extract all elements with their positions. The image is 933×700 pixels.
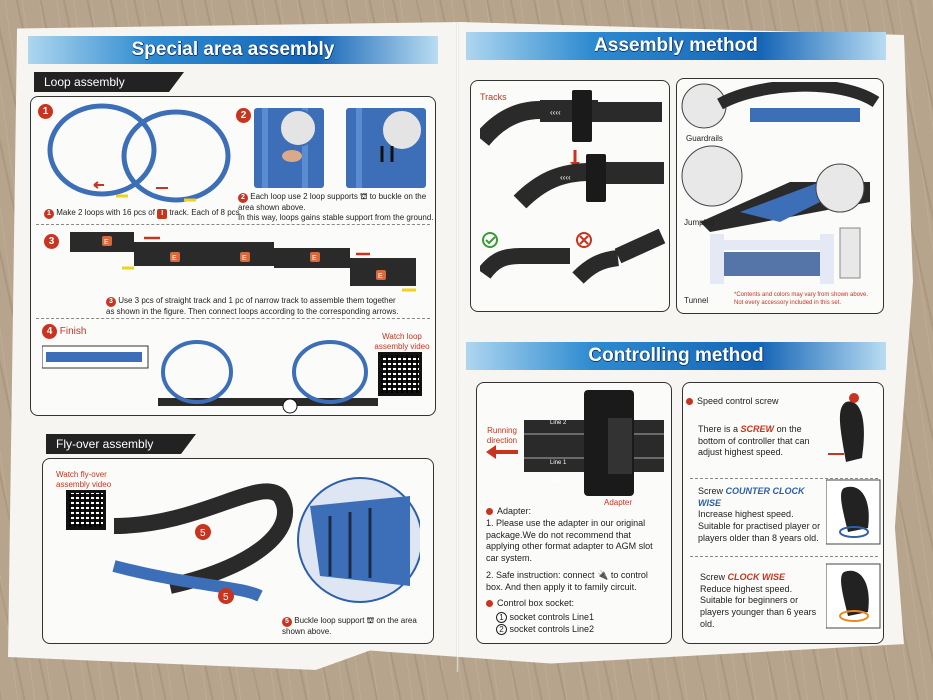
track-badge: E [312, 255, 317, 262]
callout-5: 5 [223, 592, 229, 603]
track-badge: E [242, 255, 247, 262]
line-2-label: Line 2 [550, 420, 567, 426]
step-2-badge: 2 [236, 108, 251, 123]
callout-5: 5 [200, 528, 206, 539]
divider [36, 224, 430, 225]
watch-loop-video-label: Watch loop assembly video [374, 332, 430, 351]
guardrails-label: Guardrails [686, 134, 723, 143]
control-adapter-illustration [524, 390, 664, 496]
loop-assembly-tab: Loop assembly [34, 72, 184, 92]
track-badge: E [172, 255, 177, 262]
line-1-label: Line 1 [550, 460, 567, 466]
loop-video-qr-code[interactable] [378, 352, 422, 396]
track-connection-illustration: ‹‹‹‹ ‹‹‹‹ [480, 90, 666, 284]
finished-loops-illustration [42, 340, 378, 414]
flyover-assembly-tab: Fly-over assembly [46, 434, 196, 454]
adapter-instruction-1: 1. Please use the adapter in our origina… [486, 518, 653, 564]
divider [36, 318, 430, 319]
clockwise-text: Screw CLOCK WISE Reduce highest speed. S… [700, 572, 817, 629]
divider [690, 478, 878, 479]
two-loops-illustration [47, 103, 231, 203]
controlling-method-title: Controlling method [466, 342, 886, 370]
running-direction-label: Running direction [486, 426, 518, 445]
assembly-method-title: Assembly method [466, 32, 886, 60]
controller-illustrations [826, 393, 881, 629]
step-5-text: 5 Buckle loop support ⛫ on the area show… [282, 616, 417, 636]
center-fold [456, 22, 459, 672]
contents-disclaimer: *Contents and colors may vary from shown… [734, 292, 869, 306]
step-3-text: 3 Use 3 pcs of straight track and 1 pc o… [106, 296, 399, 316]
socket-heading: Control box socket: [486, 598, 574, 610]
socket-1-text: 1 socket controls Line1 [496, 612, 594, 624]
agm-brand-label: AGM [550, 478, 564, 484]
svg-text:‹‹‹‹: ‹‹‹‹ [560, 173, 571, 182]
left-arrow-icon [486, 445, 518, 459]
socket-2-text: 2 socket controls Line2 [496, 624, 594, 636]
flyover-video-qr-code[interactable] [66, 490, 106, 530]
step-4-heading: 4 Finish [42, 324, 86, 339]
speed-screw-text: There is a SCREW on the bottom of contro… [698, 424, 810, 458]
watch-flyover-video-label: Watch fly-over assembly video [56, 470, 112, 489]
track-badge: E [104, 239, 109, 246]
svg-text:‹‹‹‹: ‹‹‹‹ [550, 108, 561, 117]
special-area-title: Special area assembly [28, 36, 438, 64]
divider [690, 556, 878, 557]
tunnel-label: Tunnel [684, 296, 709, 305]
adapter-instruction-2: 2. Safe instruction: connect 🔌 to contro… [486, 570, 648, 592]
step-3-badge: 3 [44, 234, 59, 249]
loop-support-illustration [254, 108, 426, 188]
accessories-illustration [681, 82, 880, 284]
speed-control-heading: Speed control screw [686, 396, 779, 408]
tracks-label: Tracks [480, 92, 507, 102]
jumping-label: Jumping [684, 218, 715, 227]
step-1-badge: 1 [38, 104, 53, 119]
step-2-text: 2 Each loop use 2 loop supports ⛫ to buc… [238, 192, 434, 222]
straight-tracks-illustration: E E E E E [70, 232, 416, 292]
counter-clockwise-text: Screw COUNTER CLOCK WISE Increase highes… [698, 486, 821, 543]
adapter-label: Adapter [604, 498, 633, 507]
track-badge: E [378, 273, 383, 280]
plug-icon: 🔌 [597, 570, 609, 580]
flyover-illustration: 5 5 [112, 477, 420, 604]
step-1-text: 1 Make 2 loops with 16 pcs of I track. E… [44, 208, 244, 219]
adapter-heading: Adapter: [486, 506, 531, 518]
